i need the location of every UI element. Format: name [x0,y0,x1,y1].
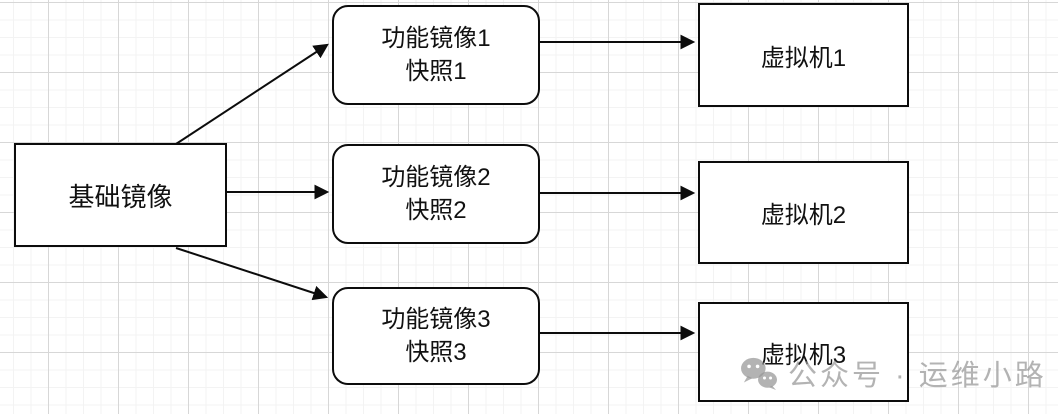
vm-node-1: 虚拟机1 [698,3,909,107]
arrow-base-to-image1 [175,43,329,145]
function-image-node-2: 功能镜像2 快照2 [332,144,540,244]
base-image-node: 基础镜像 [14,143,227,247]
function-image-2-subtitle: 快照2 [405,197,467,224]
function-image-1-title: 功能镜像1 [381,25,491,52]
vm-2-label: 虚拟机2 [760,202,847,229]
vm-1-label: 虚拟机1 [760,44,847,72]
arrow-base-to-image3 [175,247,329,301]
function-image-1-subtitle: 快照1 [405,58,467,85]
function-image-node-1: 功能镜像1 快照1 [332,5,540,105]
vm-node-3: 虚拟机3 [698,302,909,402]
vm-3-label: 虚拟机3 [760,341,847,369]
function-image-3-subtitle: 快照3 [405,339,467,366]
function-image-3-title: 功能镜像3 [381,306,491,333]
vm-node-2: 虚拟机2 [698,161,909,264]
function-image-2-title: 功能镜像2 [381,164,491,191]
function-image-node-3: 功能镜像3 快照3 [332,287,540,385]
base-image-label: 基础镜像 [68,181,173,212]
